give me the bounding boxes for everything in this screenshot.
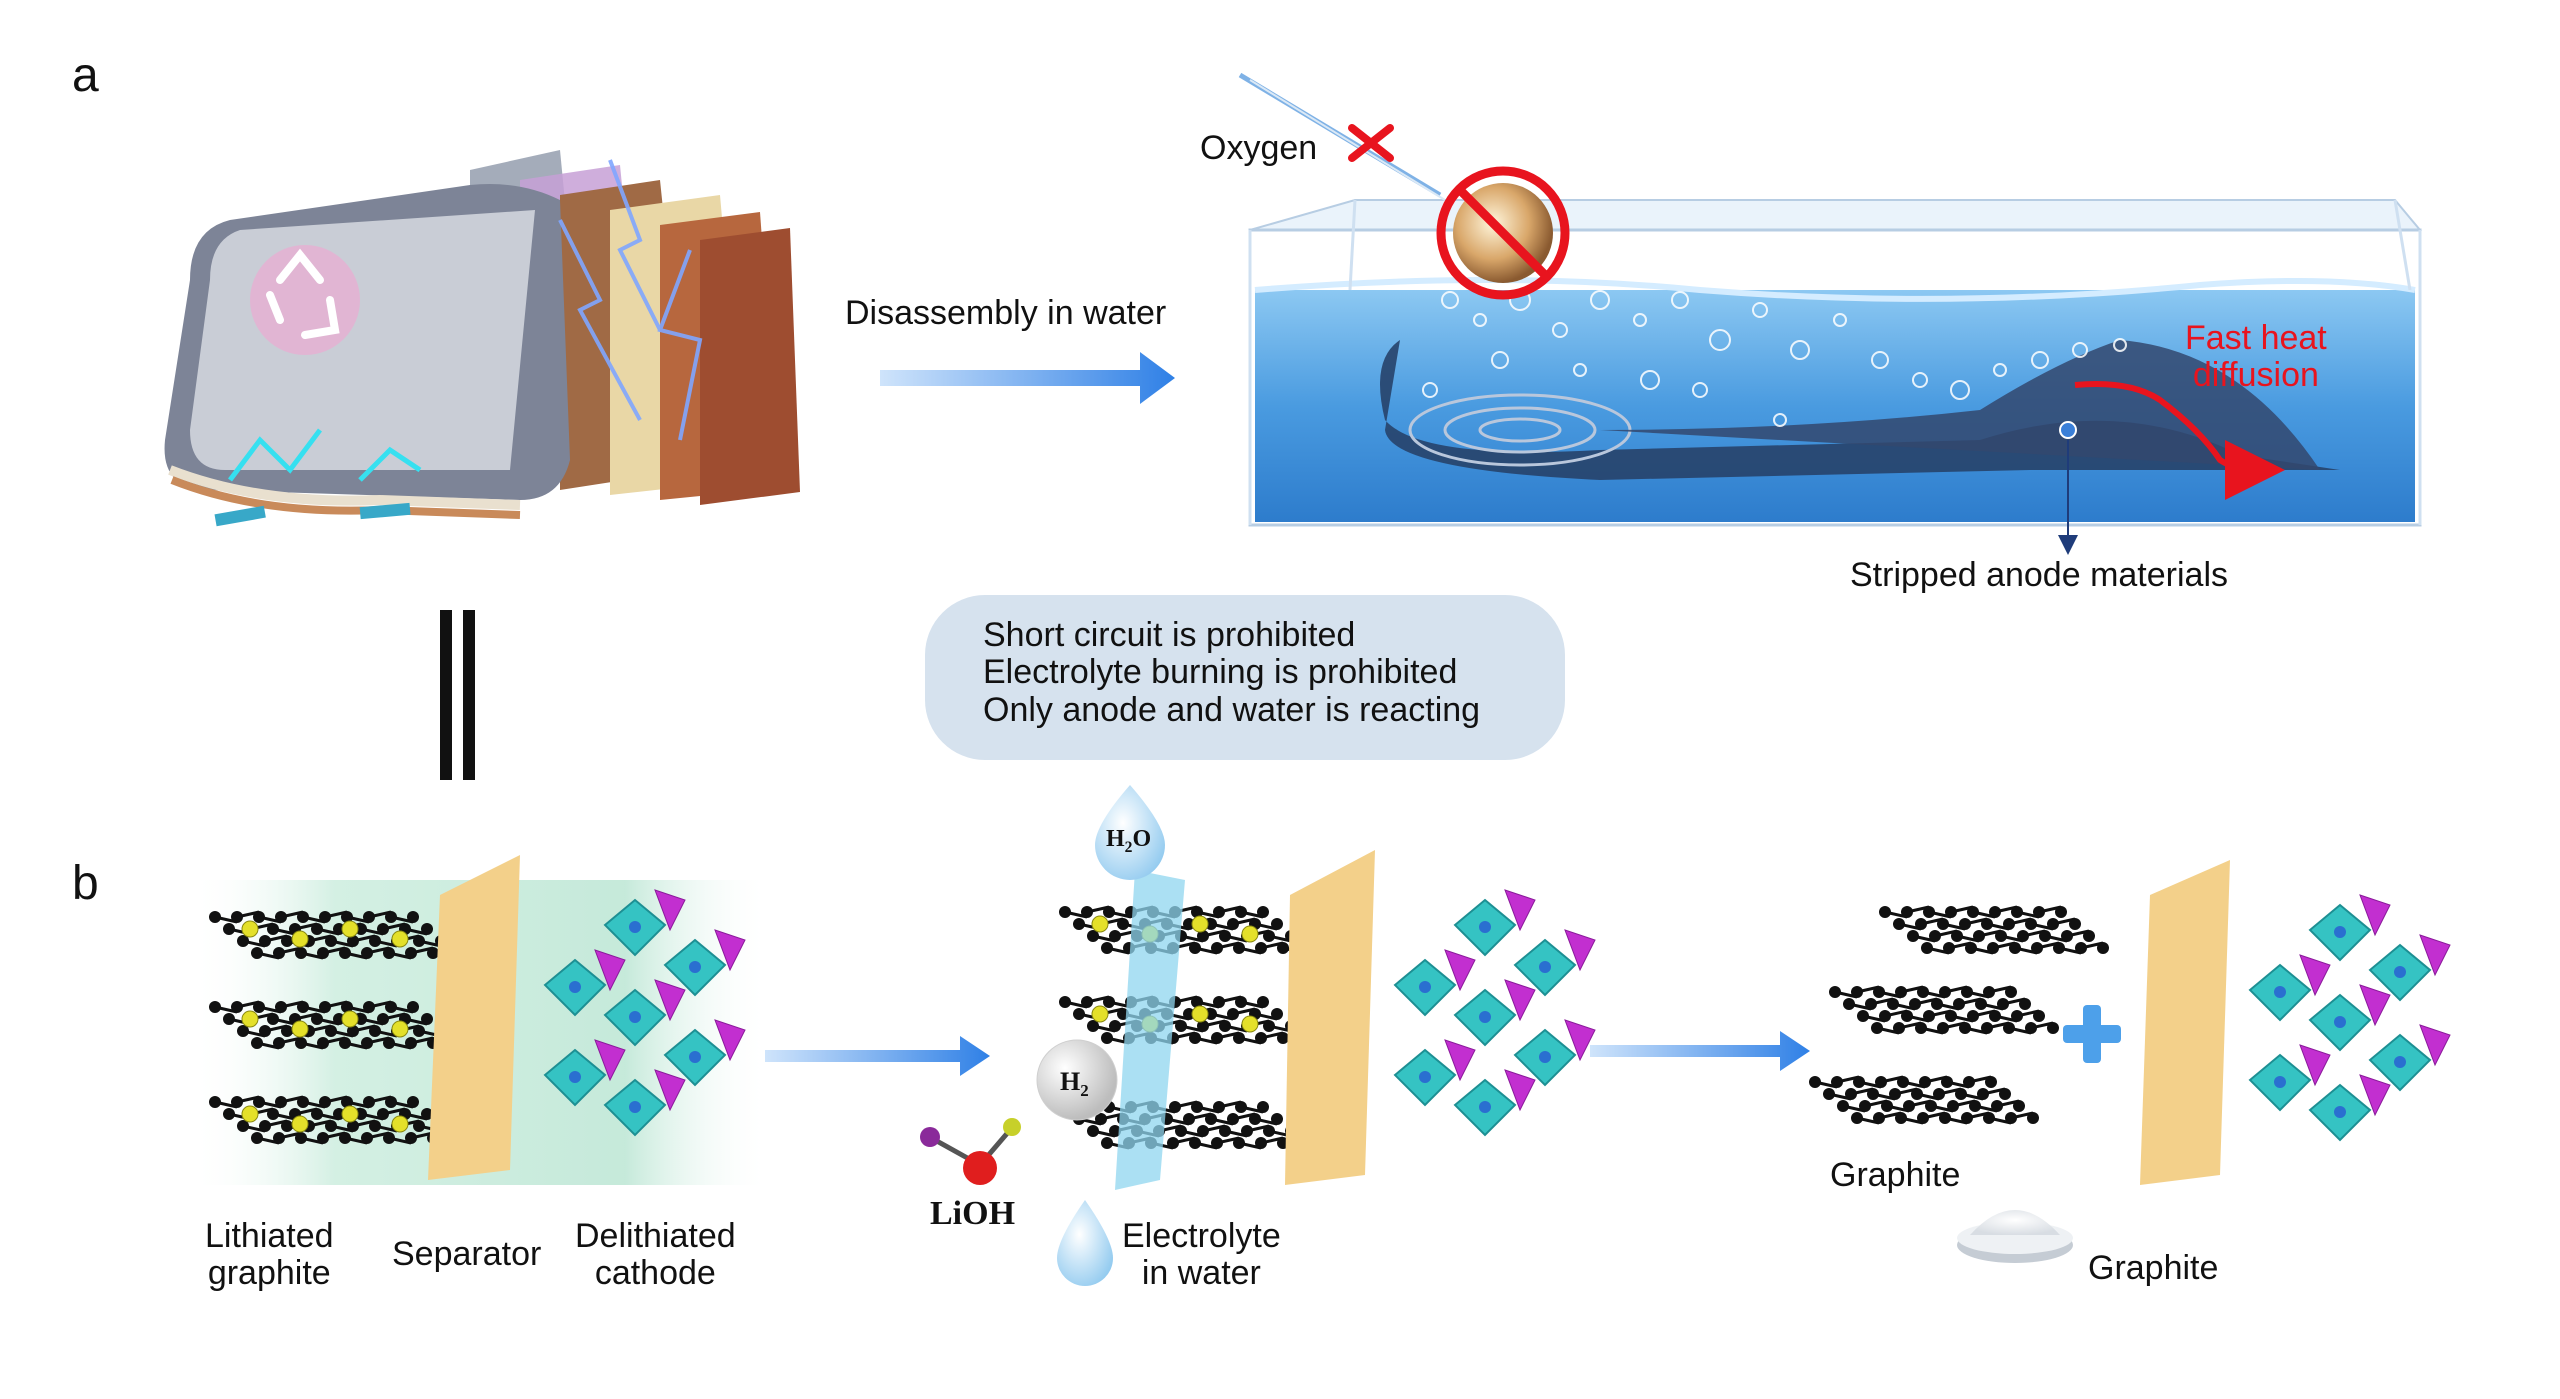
heat-diffusion-label: Fast heat diffusion — [2185, 319, 2327, 395]
oxygen-label: Oxygen — [1200, 129, 1318, 167]
graphite-powder-label: Graphite — [2088, 1249, 2219, 1287]
disassembly-arrow — [880, 352, 1175, 404]
separator-label: Separator — [392, 1235, 542, 1273]
equivalence-bars — [440, 610, 475, 780]
separator-sheet-left — [428, 855, 520, 1180]
h2-bubble — [1036, 1039, 1118, 1121]
stripped-anode-pointer — [2058, 421, 2078, 555]
process-arrow-2 — [1590, 1031, 1810, 1071]
panel-label-a: a — [72, 49, 99, 102]
process-arrow-1 — [765, 1036, 990, 1076]
delithiated-line2: cathode — [594, 1254, 716, 1293]
heat-label-line1: Fast heat — [2185, 319, 2327, 357]
plus-icon — [2063, 1005, 2121, 1063]
panel-label-b: b — [72, 857, 99, 910]
h2-label: H2 — [1060, 1067, 1089, 1101]
delithiated-line1: Delithiated — [575, 1217, 736, 1255]
red-cross-icon — [1348, 124, 1394, 162]
lithiated-line2: graphite — [207, 1254, 331, 1293]
electrolyte-droplet — [1057, 1200, 1113, 1286]
h2o-label: H2O — [1106, 826, 1152, 856]
callout-bubble — [925, 595, 1565, 760]
lioh-molecule — [920, 1118, 1021, 1185]
disassembly-label: Disassembly in water — [845, 294, 1167, 332]
lithiated-graphite-layers — [209, 910, 461, 1145]
callout-line-2: Electrolyte burning is prohibited — [983, 653, 1458, 692]
separator-sheet-right — [2140, 860, 2230, 1185]
cathode-structure-right — [2248, 894, 2451, 1142]
callout-line-1: Short circuit is prohibited — [983, 616, 1356, 654]
cathode-structure-left — [543, 889, 746, 1137]
electrolyte-label: Electrolyte in water — [1122, 1217, 1281, 1293]
h2o-droplet — [1095, 785, 1165, 880]
water-stream — [1115, 870, 1185, 1190]
callout-text: Short circuit is prohibited Electrolyte … — [983, 616, 1481, 729]
stripped-anode-label: Stripped anode materials — [1850, 556, 2229, 594]
electrolyte-line2: in water — [1141, 1254, 1261, 1293]
separator-sheet-middle — [1285, 850, 1375, 1185]
recovered-graphite-sheets — [1809, 905, 2109, 1125]
lioh-label: LiOH — [930, 1195, 1016, 1232]
graphite-powder-dish — [1957, 1210, 2073, 1263]
battery-cell-illustration — [164, 150, 800, 527]
callout-line-3: Only anode and water is reacting — [983, 690, 1481, 729]
heat-label-line2: diffusion — [2192, 356, 2319, 395]
delithiated-cathode-label: Delithiated cathode — [575, 1217, 736, 1293]
lithiated-line1: Lithiated — [205, 1217, 334, 1255]
heat-diffusion-arrow — [2074, 381, 2285, 500]
graphite-sheets-label: Graphite — [1830, 1156, 1961, 1194]
electrolyte-line1: Electrolyte — [1122, 1217, 1281, 1255]
cathode-structure-middle — [1393, 889, 1596, 1137]
oxygen-prohibited — [1238, 72, 1570, 300]
prohibited-icon — [1436, 166, 1570, 300]
lithiated-graphite-label: Lithiated graphite — [205, 1217, 334, 1293]
